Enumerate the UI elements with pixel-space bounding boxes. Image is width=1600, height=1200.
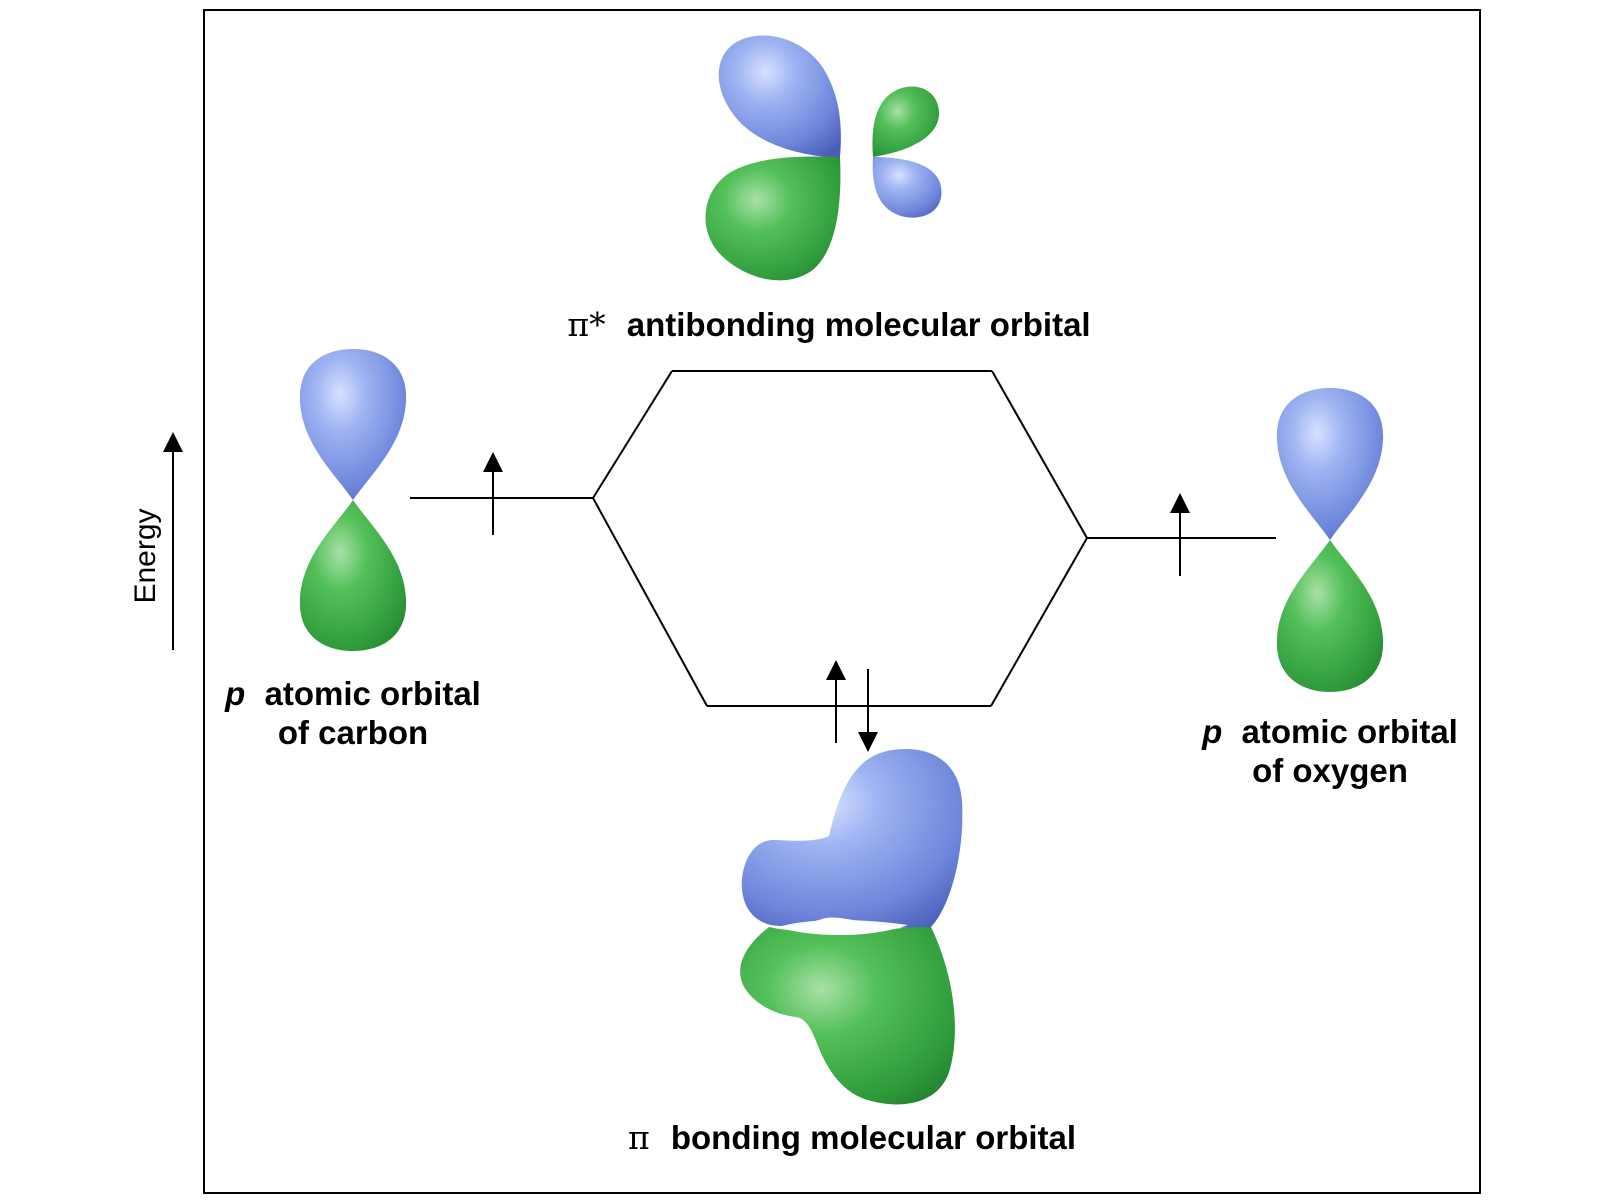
bonding-symbol: π: [628, 1118, 650, 1157]
oxygen-p-label-line1: p atomic orbital: [1201, 713, 1458, 750]
antibonding-label: π* antibonding molecular orbital: [567, 305, 1090, 344]
antibonding-small-green-lobe: [872, 86, 940, 157]
bonding-label: π bonding molecular orbital: [628, 1118, 1076, 1157]
pi-star-orbital-image: [705, 35, 942, 281]
antibonding-small-blue-lobe: [872, 157, 942, 218]
energy-levels: [410, 370, 1276, 707]
oxygen-green-lobe: [1276, 540, 1384, 692]
carbon-p-prefix: p: [224, 675, 245, 712]
oxygen-p-prefix: p: [1201, 713, 1222, 750]
oxygen-p-line1: atomic orbital: [1241, 713, 1457, 750]
antibonding-blue-lobe: [718, 35, 841, 158]
carbon-p-line1: atomic orbital: [264, 675, 480, 712]
energy-axis: Energy: [129, 432, 183, 650]
energy-axis-label: Energy: [129, 508, 162, 603]
antibonding-green-lobe: [705, 156, 841, 281]
oxygen-blue-lobe: [1276, 388, 1384, 540]
carbon-green-lobe: [299, 500, 407, 651]
bonding-green-cloud: [740, 927, 955, 1105]
carbon-p-label-line1: p atomic orbital: [224, 675, 481, 712]
connector-oxygen-to-antibonding: [991, 370, 1088, 539]
antibonding-text: antibonding molecular orbital: [627, 306, 1091, 343]
carbon-blue-lobe: [299, 349, 407, 500]
connector-carbon-to-bonding: [592, 497, 708, 707]
carbon-p-label-line2: of carbon: [278, 714, 428, 751]
connector-carbon-to-antibonding: [592, 370, 673, 499]
antibonding-symbol: π*: [567, 305, 605, 344]
bonding-node-gap: [778, 919, 908, 936]
electron-arrows: [483, 452, 1190, 752]
oxygen-p-label-line2: of oxygen: [1252, 752, 1408, 789]
oxygen-p-orbital-image: [1276, 388, 1384, 692]
connector-oxygen-to-bonding: [990, 537, 1088, 707]
pi-bonding-orbital-image: [740, 748, 963, 1105]
diagram-frame: [203, 9, 1481, 1194]
bonding-blue-cloud: [741, 748, 963, 928]
carbon-p-orbital-image: [299, 349, 407, 651]
bonding-text: bonding molecular orbital: [671, 1119, 1076, 1156]
